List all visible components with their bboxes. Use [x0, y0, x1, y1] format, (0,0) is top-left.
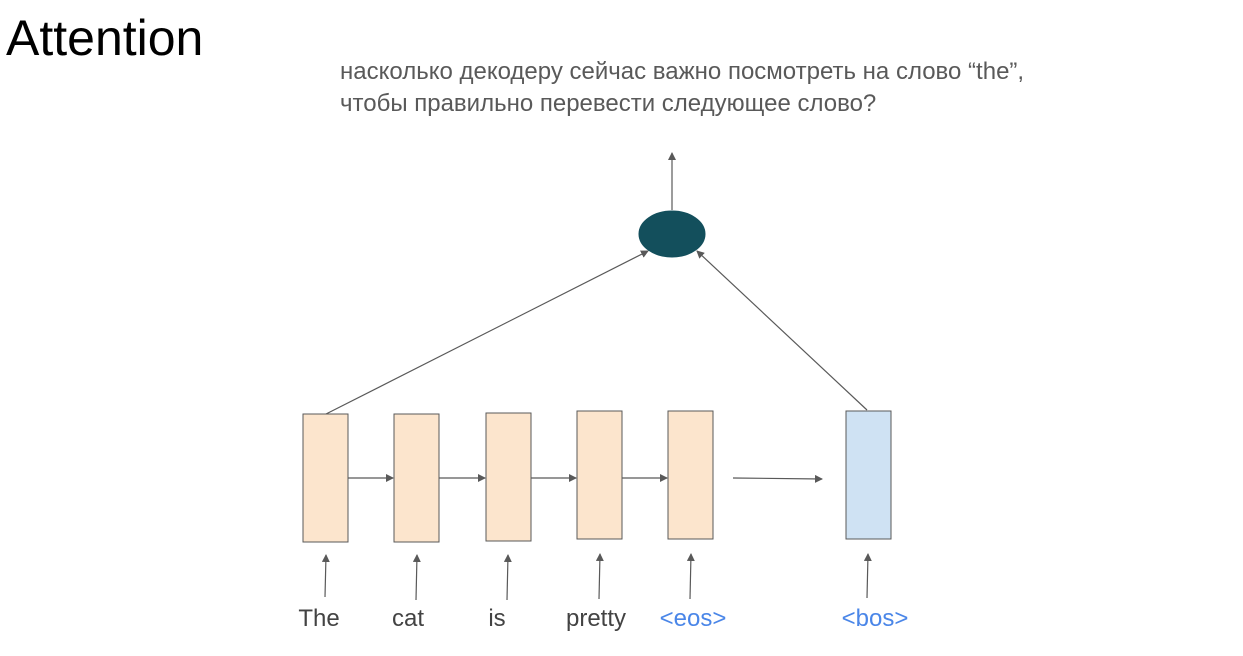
input-arrow-pretty: [595, 553, 604, 600]
token-label-eos: <eos>: [660, 605, 727, 632]
encoder-cell-cat: [393, 413, 440, 543]
token-label-the: The: [298, 605, 339, 632]
slide-title: Attention: [6, 10, 204, 66]
question-line-1: насколько декодеру сейчас важно посмотре…: [340, 58, 1025, 85]
token-label-pretty: pretty: [566, 605, 626, 632]
encoder-cell-pretty: [576, 410, 623, 540]
attention-node: [638, 210, 706, 258]
input-arrow-bos: [863, 553, 872, 599]
input-arrow-is: [503, 554, 512, 601]
encoder-cell-eos: [667, 410, 714, 540]
input-arrow-eos: [686, 553, 695, 600]
attention-arrow-from-decoder: [696, 250, 868, 411]
encoder-cell-is: [485, 412, 532, 542]
attention-arrow-from-encoder: [325, 250, 649, 415]
token-label-bos: <bos>: [842, 605, 909, 632]
input-arrow-the: [321, 554, 330, 598]
question-text: насколько декодеру сейчас важно посмотре…: [340, 56, 1024, 120]
token-label-is: is: [488, 605, 505, 632]
input-arrow-cat: [412, 554, 421, 601]
encoder-cell-the: [302, 413, 349, 543]
encoder-to-decoder-arrow: [732, 474, 823, 483]
token-label-cat: cat: [392, 605, 424, 632]
decoder-cell-bos: [845, 410, 892, 540]
question-line-2: чтобы правильно перевести следующее слов…: [340, 90, 877, 117]
